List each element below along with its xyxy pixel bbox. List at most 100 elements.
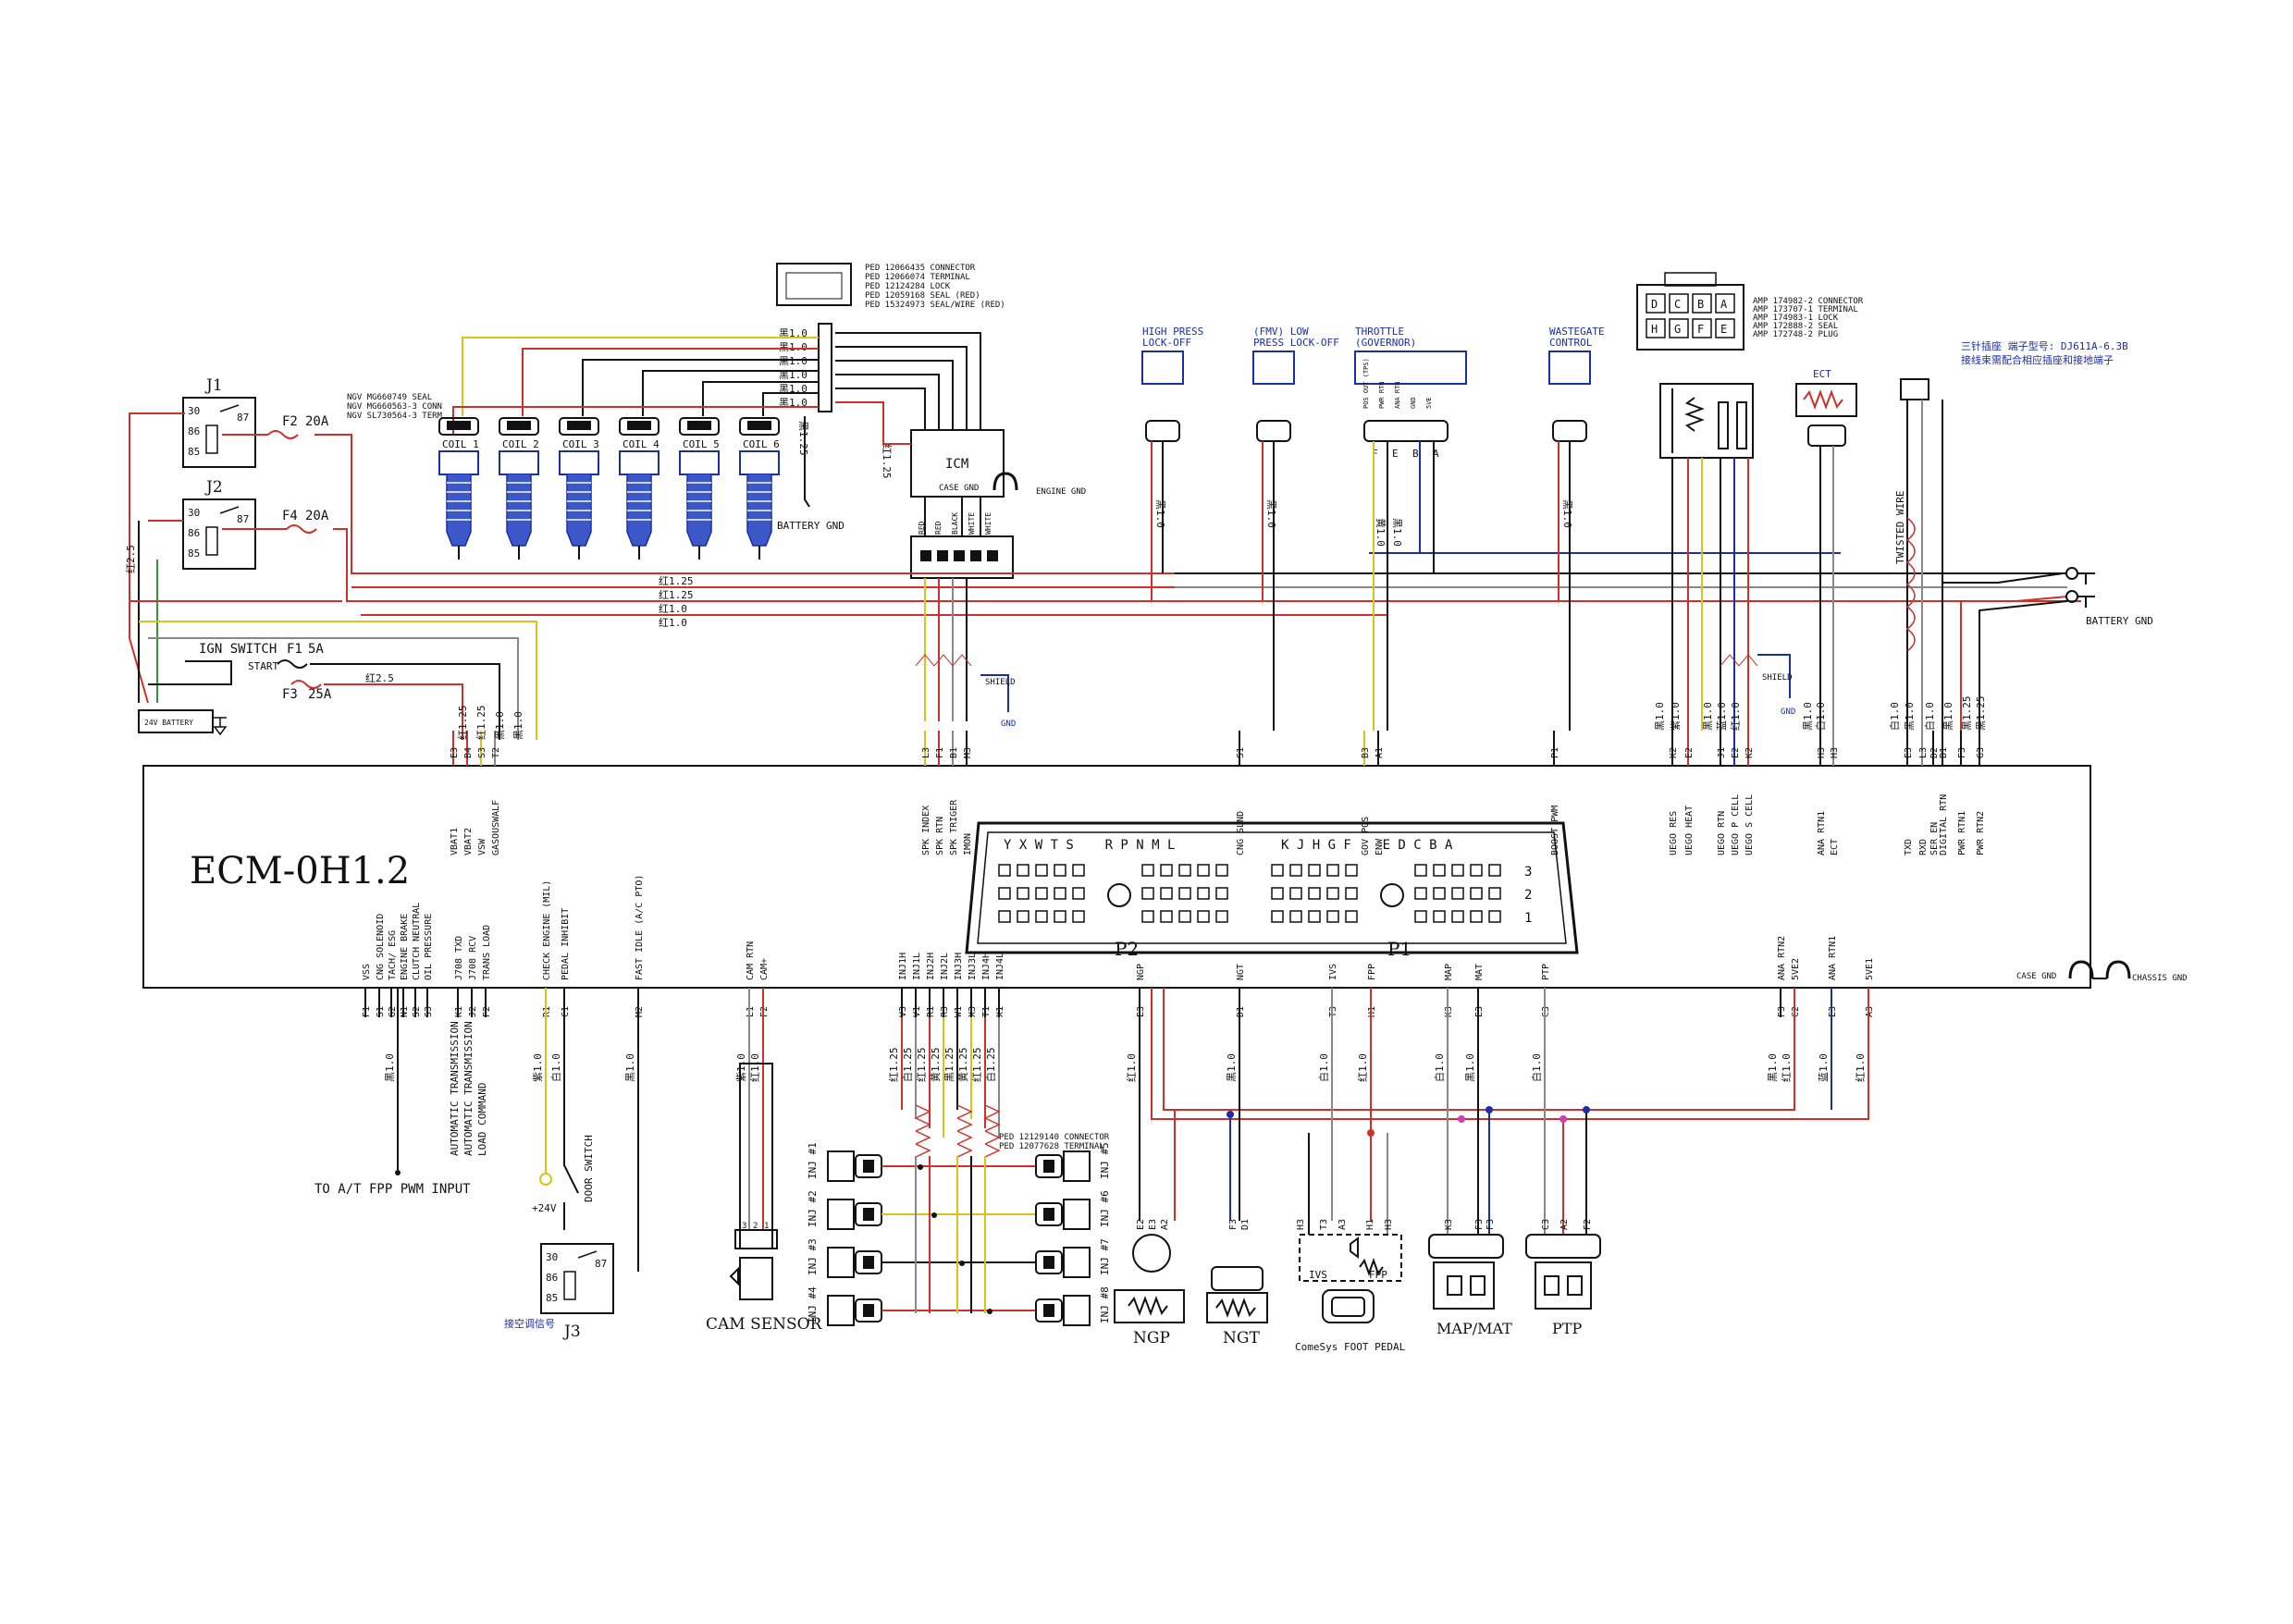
case-gnd-label: CASE GND [2016,972,2056,981]
inj-connector-2: PED 12077628 TERMINAL [999,1142,1104,1151]
svg-text:H3: H3 [1384,1219,1394,1230]
harness-lines [351,552,2081,616]
ecm-top-pin-label: DIGITAL RTN [1939,794,1949,855]
coil-header: NGV MG660749 SEAL NGV MG660563-3 CONN NG… [347,393,443,421]
svg-text:F3: F3 [282,687,298,702]
svg-text:20A: 20A [305,414,329,429]
svg-text:AUTOMATIC TRANSMISSION: AUTOMATIC TRANSMISSION [462,1021,475,1156]
svg-text:H3: H3 [1296,1219,1306,1230]
svg-text:25A: 25A [308,687,332,702]
ecm-bottom-pin-label: J708 TXD [454,936,464,980]
svg-text:WHITE: WHITE [984,512,992,535]
ngp-sensor [1114,1234,1185,1323]
ecm-top-pin-label: UEGO P CELL [1731,794,1741,855]
cam-sensor [729,988,778,1300]
ecm-bottom-pin-label: ANA RTN2 [1777,936,1787,980]
svg-text:87: 87 [237,513,249,525]
ecm-top-pin-label: UEGO RES [1669,811,1679,855]
ecm-bottom-pin-id: L1 [746,1006,756,1017]
svg-text:B: B [1412,448,1419,460]
injector-label: INJ #4 [807,1286,819,1323]
svg-text:黑1.0: 黑1.0 [1154,499,1166,528]
injector-1: INJ #1 [807,1142,1036,1182]
ignition-coil-1: COIL 1 [438,417,479,560]
ignition-coil-6: COIL 6 [739,417,780,560]
svg-text:黑1.0: 黑1.0 [1767,1053,1779,1082]
ecm-bottom-pin-id: D1 [1236,1006,1246,1017]
svg-text:87: 87 [237,412,249,424]
relay-label: J1 [204,376,223,395]
svg-text:F: F [1697,323,1704,336]
svg-text:AMP 174982-2 CONNECTOR: AMP 174982-2 CONNECTOR [1753,297,1864,306]
ignition-coil-2: COIL 2 [499,417,539,560]
svg-text:H1: H1 [1365,1219,1375,1230]
battery-gnd: BATTERY GND [777,520,844,532]
ecm-bottom-pin-label: NGT [1236,964,1246,980]
ecm-bottom-pin-label: IVS [1328,964,1338,980]
ecm-top-pin-label: VBAT2 [463,828,474,855]
svg-text:GND: GND [1410,397,1417,409]
svg-text:F3: F3 [1486,1219,1496,1230]
sensor-wires [1139,988,1869,1235]
door-switch-label: DOOR SWITCH [583,1135,595,1202]
harness-wire-labels: 红1.25 红1.25 红1.0 红1.0 [659,575,694,629]
svg-text:黑1.0: 黑1.0 [779,369,807,381]
svg-text:AMP 174983-1 LOCK: AMP 174983-1 LOCK [1753,314,1839,323]
svg-text:红1.0: 红1.0 [659,617,687,629]
chassis-gnd-label: CHASSIS GND [2132,974,2188,983]
svg-text:RED: RED [934,521,943,535]
svg-text:黑1.0: 黑1.0 [779,383,807,395]
injector-label: INJ #5 [1099,1142,1111,1179]
injector-8: INJ #8 [1035,1286,1111,1326]
ecm-bottom-pin-id: C2 [1791,1006,1801,1017]
svg-text:PED 15324973 SEAL/WIRE (RED): PED 15324973 SEAL/WIRE (RED) [865,301,1005,310]
svg-text:红1.0: 红1.0 [659,603,687,615]
svg-text:白1.0: 白1.0 [1530,1053,1543,1082]
injector-label: INJ #2 [807,1190,819,1227]
svg-text:白1.0: 白1.0 [1433,1053,1446,1082]
uego-sensor [1659,383,1791,731]
fpp-label: FPP [1369,1269,1387,1281]
svg-text:黑1.0: 黑1.0 [779,341,807,353]
ecm-top-pin-label: UEGO RTN [1717,811,1727,855]
svg-text:A2: A2 [1559,1219,1570,1230]
ecm-bottom-pin-label: ANA RTN1 [1828,936,1838,980]
start-label: START [248,660,278,672]
ecm-top-pin-label: SPK RTN [935,817,945,855]
svg-text:RED: RED [918,521,926,535]
fuse-f3: F3 25A [282,680,332,702]
ecm-top-pin-label: VBAT1 [450,828,460,855]
coil-label: COIL 3 [562,438,599,450]
svg-text:30: 30 [546,1251,558,1263]
svg-text:AMP 172888-2 SEAL: AMP 172888-2 SEAL [1753,322,1838,331]
ecm-top-pin-id: H3 [1830,747,1840,758]
relay-label: J3 [562,1323,581,1341]
svg-text:WHITE: WHITE [968,512,976,535]
ecm-bottom-pin-label: INJ2L [940,953,950,980]
svg-text:红1.25: 红1.25 [971,1048,983,1083]
ecm-bottom-pin-id: X1 [995,1006,1005,1017]
case-ground: CASE GND CHASSIS GND [2016,960,2188,983]
battery-gnd-right: BATTERY GND [2086,615,2153,627]
ecm-top-pin-label: BOOST PWM [1550,806,1560,855]
svg-text:红1.25: 红1.25 [457,706,469,741]
svg-text:黑1.0: 黑1.0 [1654,702,1666,731]
ivs-label: IVS [1309,1269,1327,1281]
svg-text:黑1.0: 黑1.0 [779,327,807,339]
ecm-top-pin-id: E2 [1684,747,1695,758]
ecm-bottom-pin-id: E3 [1828,1006,1838,1017]
svg-text:红1.0: 红1.0 [1781,1053,1793,1082]
terminal-note-2: 接线束需配合相应插座和接地端子 [1961,353,2114,366]
ecm-top-pin-label: SER EN [1929,822,1940,855]
spk-gnd: GND [1001,720,1016,729]
svg-text:白1.0: 白1.0 [1814,702,1827,731]
svg-text:86: 86 [546,1272,558,1284]
coil-label: COIL 1 [442,438,479,450]
svg-text:黑1.0: 黑1.0 [779,355,807,367]
ngt-sensor [1206,1266,1268,1323]
ecm-box [142,765,2091,989]
svg-text:C3: C3 [1541,1219,1551,1230]
